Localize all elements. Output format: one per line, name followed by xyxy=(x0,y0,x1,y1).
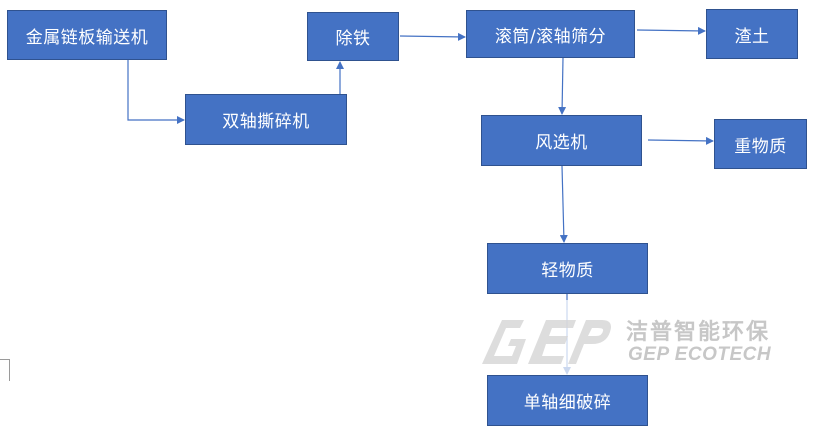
node-single-shaft-fine-crusher: 单轴细破碎 xyxy=(487,375,648,426)
page-corner-mark xyxy=(0,359,10,381)
edge-air-to-light xyxy=(559,165,568,243)
edge-screen-to-air xyxy=(558,57,567,115)
node-iron-removal: 除铁 xyxy=(307,12,399,61)
node-dual-shaft-shredder: 双轴撕碎机 xyxy=(185,94,347,145)
node-heavy-material: 重物质 xyxy=(714,119,807,169)
node-air-separator: 风选机 xyxy=(481,115,642,166)
edge-screen-to-slag xyxy=(636,26,706,35)
edge-iron-to-screen xyxy=(399,32,466,41)
watermark: 洁普智能环保 GEP ECOTECH xyxy=(436,300,814,382)
watermark-company-cn: 洁普智能环保 xyxy=(626,320,771,345)
edge-air-to-heavy xyxy=(647,136,714,145)
edge-conveyor-to-shredder xyxy=(127,60,185,124)
watermark-company-en: GEP ECOTECH xyxy=(628,344,772,365)
node-drum-roller-screen: 滚筒/滚轴筛分 xyxy=(466,10,635,58)
node-slag-soil: 渣土 xyxy=(706,9,798,59)
node-light-material: 轻物质 xyxy=(487,243,648,294)
node-chain-plate-conveyor: 金属链板输送机 xyxy=(7,10,167,60)
gep-logo-icon xyxy=(482,320,611,364)
